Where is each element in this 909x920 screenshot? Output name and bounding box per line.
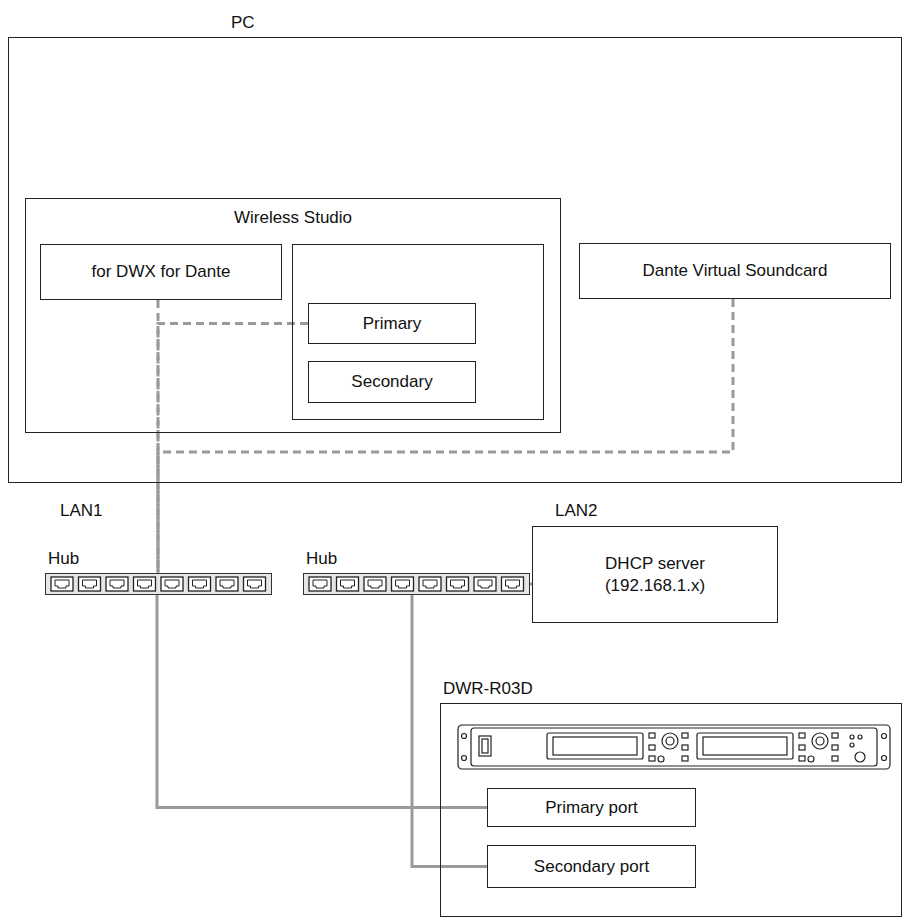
box-heading: Wireless Studio <box>26 207 560 228</box>
interface-box: Secondary <box>308 361 476 403</box>
box-label: Secondary port <box>534 856 649 877</box>
box-label: for DWX for Dante <box>92 261 231 282</box>
box-label: Secondary <box>351 371 432 392</box>
network-label: LAN2 <box>555 500 598 521</box>
box-heading: PC <box>231 12 255 33</box>
server-box: DHCP server (192.168.1.x) <box>532 526 778 623</box>
box-heading: Hub <box>306 548 337 569</box>
hub: Hub <box>303 573 530 595</box>
box-heading: Hub <box>48 548 79 569</box>
hub-ports <box>304 574 528 593</box>
port-box: Primary port <box>487 788 696 827</box>
box-label: Primary <box>363 313 422 334</box>
software-box: Wireless Studio for DWX for DantePrimaryS… <box>25 198 561 433</box>
box-label: Primary port <box>545 797 638 818</box>
receiver-illustration <box>457 723 891 776</box>
interface-box: Primary <box>308 303 476 344</box>
network-cable <box>157 595 487 808</box>
module-box: for DWX for Dante <box>40 244 282 300</box>
hub-ports <box>46 574 270 593</box>
software-box: Dante Virtual Soundcard <box>579 243 891 299</box>
logical-link <box>158 324 308 574</box>
hub: Hub <box>45 573 272 595</box>
pc-box: PCWireless Studiofor DWX for DantePrimar… <box>8 37 902 483</box>
box-heading: DWR-R03D <box>443 678 533 699</box>
device-box: DWR-R03DPrimary portSecondary port <box>440 703 902 917</box>
box-label: Dante Virtual Soundcard <box>643 260 828 281</box>
network-label: LAN1 <box>60 500 103 521</box>
port-box: Secondary port <box>487 845 696 888</box>
receiver-front-panel <box>457 723 891 771</box>
box-label: DHCP server (192.168.1.x) <box>590 553 720 596</box>
